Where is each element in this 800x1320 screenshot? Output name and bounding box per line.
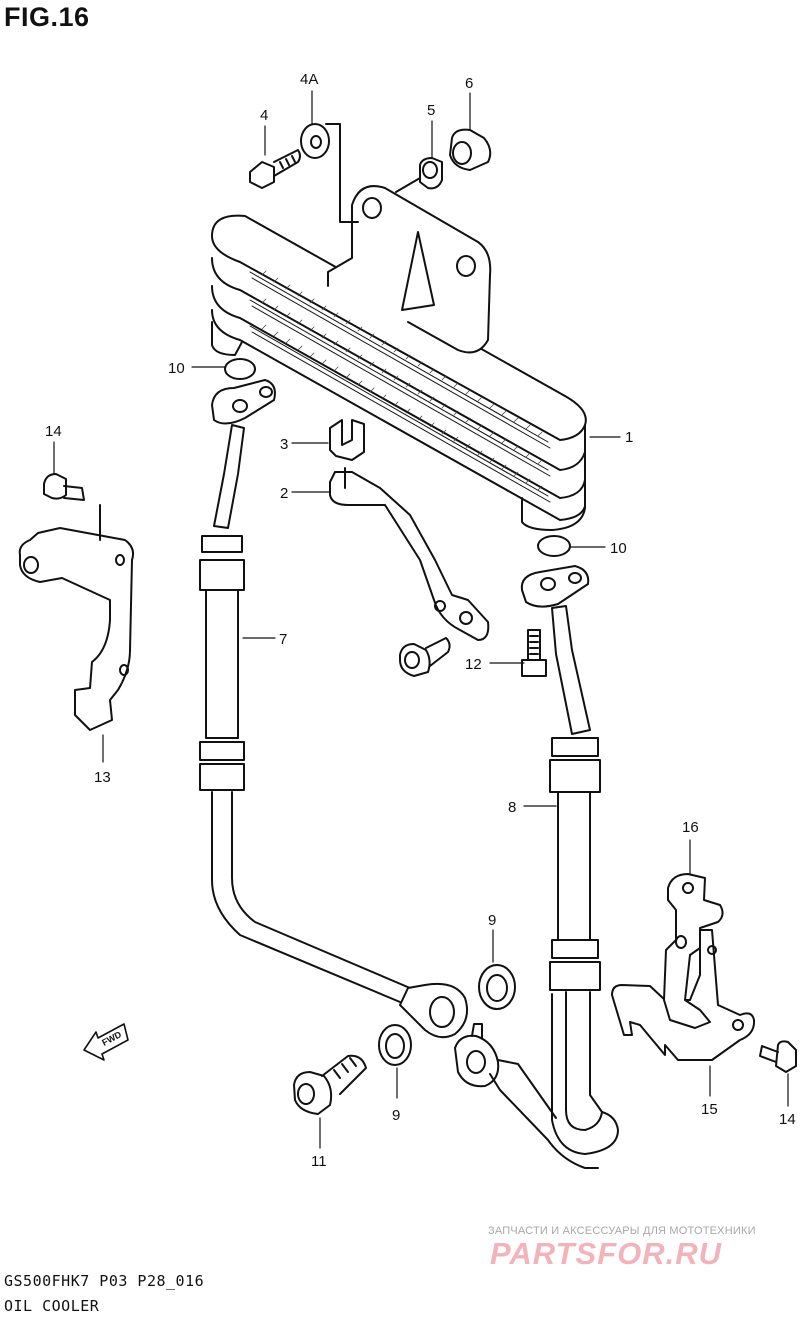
callout-9-lower: 9 xyxy=(392,1107,400,1124)
clip-nut-3 xyxy=(329,419,365,461)
union-bolt-11 xyxy=(293,1054,367,1115)
callouts: 1 2 3 4 4A 5 6 7 8 9 9 10 10 11 12 13 14… xyxy=(45,71,796,1170)
callout-13: 13 xyxy=(94,769,111,786)
callout-15: 15 xyxy=(701,1101,718,1118)
section-name: OIL COOLER xyxy=(4,1297,100,1315)
washer-4a xyxy=(300,123,359,223)
callout-8: 8 xyxy=(508,799,516,816)
bracket-15 xyxy=(611,929,756,1061)
bolt-14-left xyxy=(43,473,101,541)
callout-2: 2 xyxy=(280,485,288,502)
callout-14-left: 14 xyxy=(45,423,62,440)
watermark-logo: PARTSFOR.RU xyxy=(490,1236,723,1271)
callout-5: 5 xyxy=(427,102,435,119)
o-ring-10-lower xyxy=(537,535,571,557)
callout-3: 3 xyxy=(280,436,288,453)
bolt-4 xyxy=(249,149,301,189)
grommet-6 xyxy=(449,128,492,171)
callout-1: 1 xyxy=(625,429,633,446)
leader-lines xyxy=(53,90,789,1149)
washer-9-lower xyxy=(378,1024,412,1066)
callout-7: 7 xyxy=(279,631,287,648)
bolt-12-socket xyxy=(521,629,547,677)
callout-16: 16 xyxy=(682,819,699,836)
callout-6: 6 xyxy=(465,75,473,92)
figure-title: FIG.16 xyxy=(4,2,90,32)
fwd-direction-arrow: FWD xyxy=(83,1023,129,1061)
callout-10-upper: 10 xyxy=(168,360,185,377)
collar-5 xyxy=(395,157,443,193)
callout-12: 12 xyxy=(465,656,482,673)
oil-hose-8 xyxy=(454,565,619,1169)
callout-10-lower: 10 xyxy=(610,540,627,557)
callout-9-upper: 9 xyxy=(488,912,496,929)
bracket-2 xyxy=(329,467,490,641)
callout-14-right: 14 xyxy=(779,1111,796,1128)
model-code: GS500FHK7 P03 P28_016 xyxy=(4,1272,205,1290)
callout-4a: 4A xyxy=(300,71,318,88)
o-ring-10-upper xyxy=(224,358,256,380)
bolt-14-right xyxy=(759,1040,797,1073)
bolt-12-flange xyxy=(399,637,451,677)
oil-cooler-core xyxy=(211,185,587,531)
callout-4: 4 xyxy=(260,107,268,124)
callout-11: 11 xyxy=(311,1153,327,1170)
washer-9-upper xyxy=(478,964,516,1010)
bracket-16 xyxy=(663,873,724,1029)
clamp-13 xyxy=(18,527,135,731)
watermark-tagline: ЗАПЧАСТИ И АКСЕССУАРЫ ДЛЯ МОТОТЕХНИКИ xyxy=(488,1225,756,1237)
oil-hose-7 xyxy=(199,379,468,1039)
